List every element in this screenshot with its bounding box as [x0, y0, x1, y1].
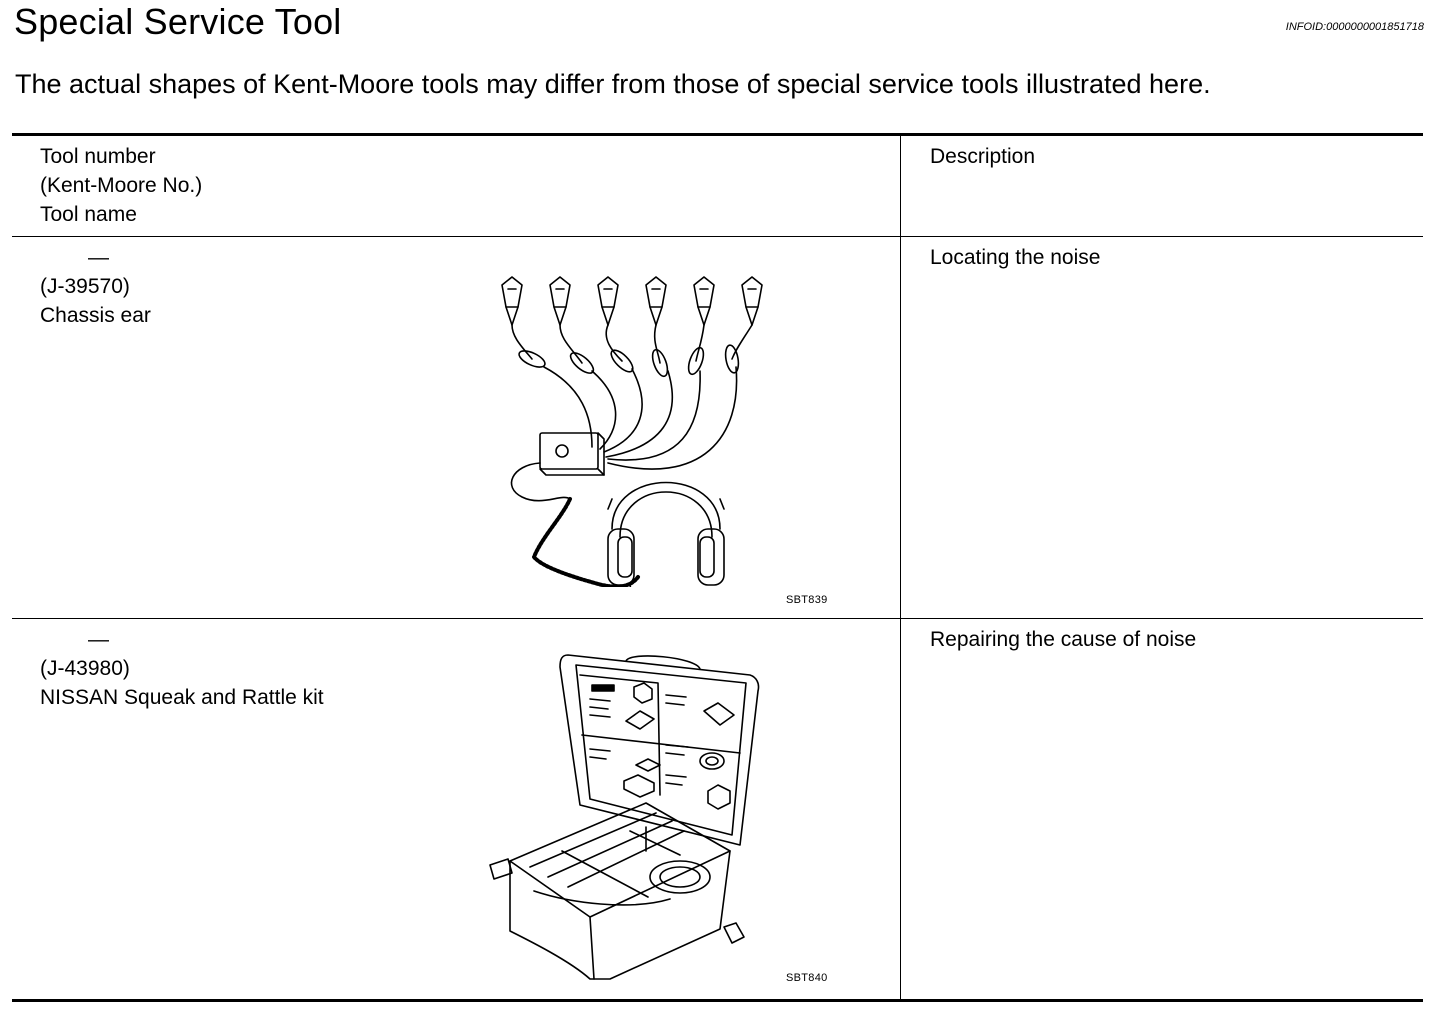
tool-number: — — [88, 628, 109, 651]
chassis-ear-illustration — [482, 267, 782, 587]
figure-code: SBT840 — [786, 972, 828, 984]
table-row: — (J-39570) Chassis ear — [12, 237, 1423, 619]
tool-name: NISSAN Squeak and Rattle kit — [40, 686, 324, 709]
kent-moore-number: (J-39570) — [40, 275, 130, 298]
table-header-row: Tool number (Kent-Moore No.) Tool name D… — [12, 136, 1423, 237]
tool-cell: — (J-43980) NISSAN Squeak and Rattle kit — [12, 619, 901, 999]
tool-name: Chassis ear — [40, 304, 151, 327]
tool-number: — — [88, 246, 109, 269]
info-id: INFOID:0000000001851718 — [1285, 21, 1424, 33]
tool-cell: — (J-39570) Chassis ear — [12, 237, 901, 618]
page-title: Special Service Tool — [14, 1, 342, 42]
table-row: — (J-43980) NISSAN Squeak and Rattle kit — [12, 619, 1423, 999]
header-right-cell: Description — [901, 136, 1423, 236]
intro-text: The actual shapes of Kent-Moore tools ma… — [15, 69, 1211, 99]
col-header-tool-number: Tool number — [40, 145, 156, 168]
special-service-tool-table: Tool number (Kent-Moore No.) Tool name D… — [12, 133, 1423, 1002]
clip-icon — [501, 276, 523, 326]
col-header-description: Description — [930, 145, 1036, 168]
description-cell: Repairing the cause of noise — [901, 619, 1423, 999]
col-header-kent-moore-no: (Kent-Moore No.) — [40, 174, 203, 197]
squeak-rattle-kit-case-illustration — [450, 641, 770, 981]
description-cell: Locating the noise — [901, 237, 1423, 618]
tool-description: Repairing the cause of noise — [930, 628, 1197, 651]
header-left-cell: Tool number (Kent-Moore No.) Tool name — [12, 136, 901, 236]
figure-code: SBT839 — [786, 594, 828, 606]
col-header-tool-name: Tool name — [40, 203, 137, 226]
tool-description: Locating the noise — [930, 246, 1101, 269]
kent-moore-number: (J-43980) — [40, 657, 130, 680]
